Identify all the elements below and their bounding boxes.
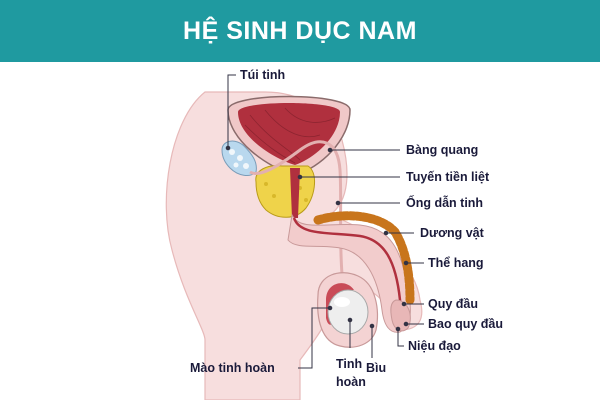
bladder-inner — [238, 103, 340, 165]
leader-nieu-dao — [397, 329, 404, 347]
page-title: HỆ SINH DỤC NAM — [183, 16, 417, 45]
title-banner: HỆ SINH DỤC NAM — [0, 0, 600, 62]
bladder-texture — [244, 107, 336, 164]
label-tui-tinh: Túi tinh — [240, 68, 285, 82]
label-bao-quy-dau: Bao quy đầu — [428, 317, 503, 331]
label-tinh-hoan-2: hoàn — [336, 375, 366, 389]
label-quy-dau: Quy đầu — [428, 297, 478, 311]
testis-highlight — [334, 297, 350, 307]
label-bang-quang: Bàng quang — [406, 143, 478, 157]
anatomy-diagram: Túi tinh Bàng quang Tuyến tiền liệt Ống … — [165, 68, 503, 400]
leader-lines — [225, 74, 424, 369]
leader-mao-tinh-hoan — [298, 307, 330, 369]
label-ong-dan-tinh: Ống dẫn tinh — [406, 195, 483, 210]
label-tinh-hoan-1: Tinh — [336, 357, 362, 371]
prostatic-urethra — [290, 168, 300, 218]
label-the-hang: Thể hang — [428, 256, 484, 270]
label-nieu-dao: Niệu đạo — [408, 339, 461, 353]
label-biu: Bìu — [366, 361, 386, 375]
corpus-cavernosum — [313, 211, 415, 305]
label-mao-tinh-hoan: Mào tinh hoàn — [190, 361, 275, 375]
label-tuyen-tien-liet: Tuyến tiền liệt — [406, 170, 490, 184]
label-duong-vat: Dương vật — [420, 226, 485, 240]
seminal-vesicle-texture — [229, 149, 249, 169]
leader-tui-tinh — [227, 74, 236, 148]
testis — [327, 289, 369, 335]
